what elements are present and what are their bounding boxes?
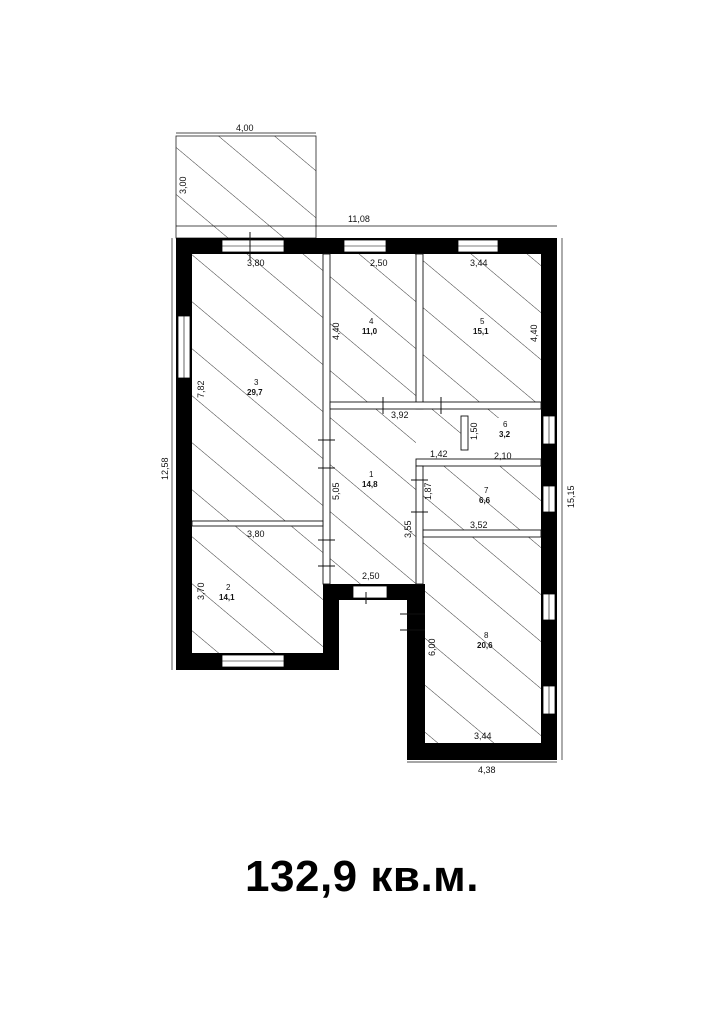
room-2-floor: [192, 525, 323, 653]
dim-room6-left: 1,42: [430, 449, 448, 459]
dim-room8-depth: 6,00: [427, 638, 437, 656]
room-1-number: 1: [369, 470, 374, 479]
terrace: [175, 135, 317, 239]
dimension-labels: 4,00 3,00 11,08 12,58 15,15 4,38 3,80 2,…: [160, 123, 576, 775]
dim-room8-width: 3,52: [470, 520, 488, 530]
room-1-area: 14,8: [362, 480, 378, 489]
dim-room6-depth: 1,50: [469, 422, 479, 440]
room-8-floor: [423, 537, 541, 743]
room-2-number: 2: [226, 583, 231, 592]
dim-room2-width: 3,80: [247, 529, 265, 539]
dim-corridor-depth: 3,55: [403, 520, 413, 538]
room-8-number: 8: [484, 631, 489, 640]
dim-hall-width: 3,92: [391, 410, 409, 420]
room-8-area: 20,6: [477, 641, 493, 650]
room-1-floor: [330, 409, 541, 584]
room-7-floor: [423, 466, 541, 530]
windows: [177, 239, 556, 715]
dim-room3-width: 3,80: [247, 258, 265, 268]
room-5-area: 15,1: [473, 327, 489, 336]
room-4-number: 4: [369, 317, 374, 326]
dim-room6-width: 2,10: [494, 451, 512, 461]
total-area: 132,9 кв.м.: [245, 852, 479, 901]
room-4-floor: [330, 254, 416, 402]
dim-room2-depth: 3,70: [196, 582, 206, 600]
room-7-number: 7: [484, 486, 489, 495]
dim-room4-depth: 4,40: [331, 322, 341, 340]
dim-terrace-width: 4,00: [236, 123, 254, 133]
dim-room8-bottom: 3,44: [474, 731, 492, 741]
dim-overall-right-height: 15,15: [566, 485, 576, 508]
room-5-number: 5: [480, 317, 485, 326]
door-marks: [249, 232, 442, 631]
room-2-area: 14,1: [219, 593, 235, 602]
room-3-area: 29,7: [247, 388, 263, 397]
interior-walls: [191, 253, 542, 585]
room-3-number: 3: [254, 378, 259, 387]
room-5-floor: [423, 254, 541, 402]
dim-room5-depth: 4,40: [529, 324, 539, 342]
dim-overall-left-height: 12,58: [160, 457, 170, 480]
dim-room5-width: 3,44: [470, 258, 488, 268]
dim-overall-width: 11,08: [348, 214, 370, 224]
room-6-number: 6: [503, 420, 508, 429]
dim-bottom-width: 4,38: [478, 765, 496, 775]
room-4-area: 11,0: [362, 327, 378, 336]
room-6-area: 3,2: [499, 430, 511, 439]
dim-terrace-depth: 3,00: [178, 176, 188, 194]
dim-room7-depth: 1,87: [423, 482, 433, 500]
room-7-area: 6,6: [479, 496, 491, 505]
dim-hall-depth: 5,05: [331, 482, 341, 500]
room-3-floor: [192, 254, 323, 524]
room-labels: 3 29,7 4 11,0 5 15,1 6 3,2 1 14,8 7 6,6 …: [219, 317, 511, 650]
floor-hatching: [192, 254, 541, 743]
dim-entrance-width: 2,50: [362, 571, 380, 581]
dimension-lines: [171, 132, 563, 763]
dim-room3-depth: 7,82: [196, 380, 206, 398]
dim-room4-width: 2,50: [370, 258, 388, 268]
